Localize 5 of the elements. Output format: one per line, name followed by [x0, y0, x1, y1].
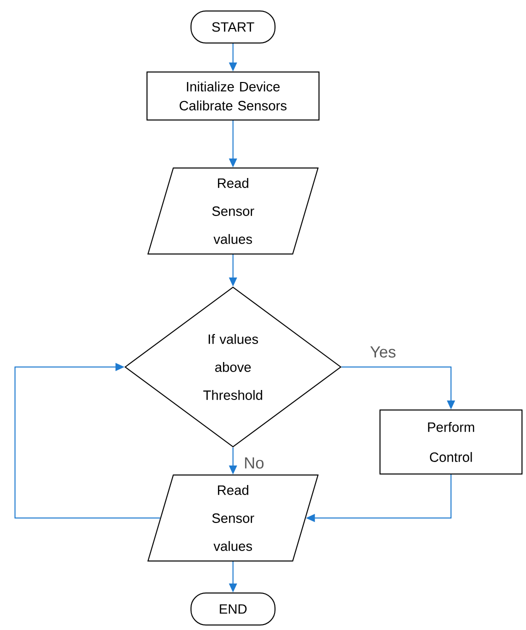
process-box: Perform Control [380, 410, 522, 474]
edge-label: Yes [368, 345, 398, 359]
process-box: Initialize Device Calibrate Sensors [146, 72, 320, 120]
edge-label: No [242, 456, 266, 470]
arrow [14, 362, 161, 518]
